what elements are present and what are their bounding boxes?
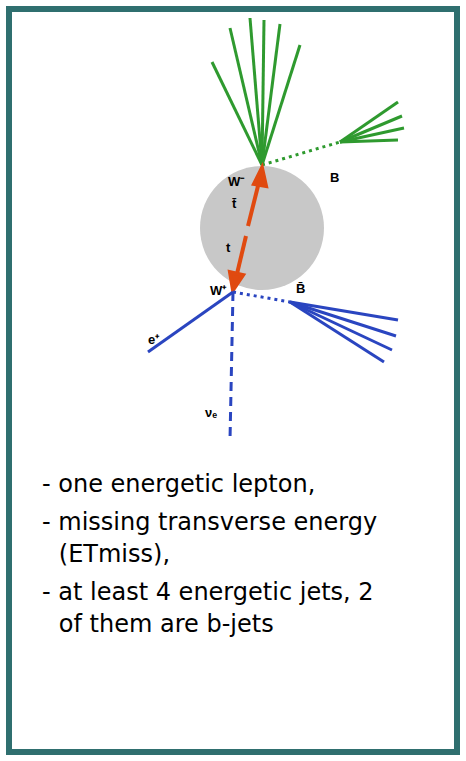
- bullet-item: - at least 4 energetic jets, 2 of them a…: [42, 576, 389, 640]
- particle-label: t̄: [232, 196, 236, 211]
- particle-label: W⁻: [228, 174, 244, 189]
- caption-frame: - one energetic lepton, - missing transve…: [6, 6, 460, 755]
- particle-label: W⁺: [210, 283, 226, 298]
- bullet-item: - one energetic lepton,: [42, 468, 459, 500]
- particle-label: t: [226, 240, 230, 255]
- particle-label: B̄: [296, 281, 305, 296]
- bullet-item: - missing transverse energy (ETmiss),: [42, 506, 389, 570]
- particle-label: e⁺: [148, 332, 159, 347]
- interaction-region: [200, 166, 324, 290]
- particle-label: B: [330, 170, 339, 185]
- bottom-products: [148, 292, 398, 440]
- top-jets: [212, 18, 404, 165]
- particle-label: νₑ: [205, 405, 217, 420]
